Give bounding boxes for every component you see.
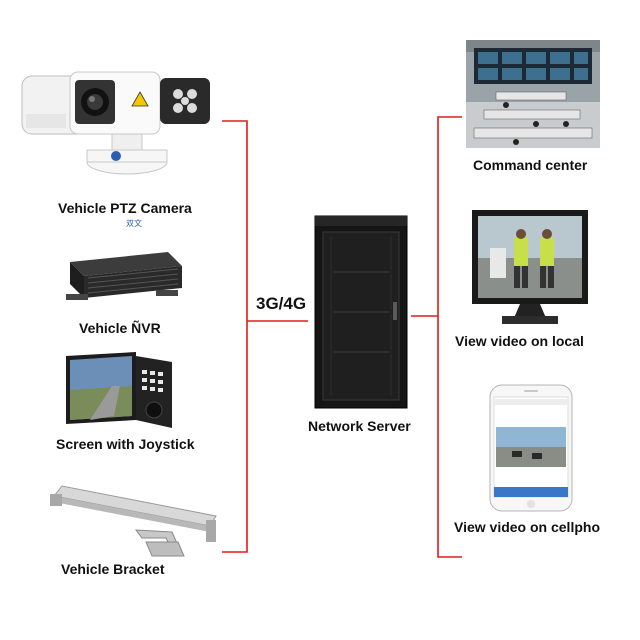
label-view-video-cellphone: View video on cellpho — [454, 519, 600, 535]
vehicle-bracket — [50, 480, 222, 567]
vehicle-nvr — [64, 250, 184, 315]
nvr-box-icon — [66, 252, 182, 300]
ptz-logo-text: 双文 — [126, 219, 142, 228]
label-network-server: Network Server — [308, 418, 411, 434]
ptz-camera-icon — [21, 71, 210, 175]
desktop-monitor-icon — [472, 210, 588, 324]
smartphone — [488, 383, 574, 518]
link-label-3g4g: 3G/4G — [256, 294, 307, 313]
label-vehicle-ptz-camera: Vehicle PTZ Camera — [58, 200, 192, 216]
command-center — [466, 40, 600, 153]
network-server — [313, 212, 409, 415]
label-vehicle-bracket: Vehicle Bracket — [61, 561, 165, 577]
smartphone-icon — [489, 384, 573, 512]
label-screen-with-joystick: Screen with Joystick — [56, 436, 195, 452]
label-view-video-local: View video on local — [455, 333, 584, 349]
server-rack-icon — [314, 215, 408, 409]
ptz-camera: 双文 — [20, 66, 215, 228]
right-wire-bracket — [437, 116, 462, 558]
desktop-monitor — [470, 208, 590, 333]
label-vehicle-nvr: Vehicle ÑVR — [79, 320, 161, 336]
label-command-center: Command center — [473, 157, 588, 173]
monitor-joystick-icon — [66, 352, 172, 428]
mounting-bracket-icon — [50, 485, 217, 557]
left-wire-bracket — [222, 120, 248, 553]
screen-joystick — [64, 350, 176, 437]
control-room-photo — [466, 40, 600, 148]
